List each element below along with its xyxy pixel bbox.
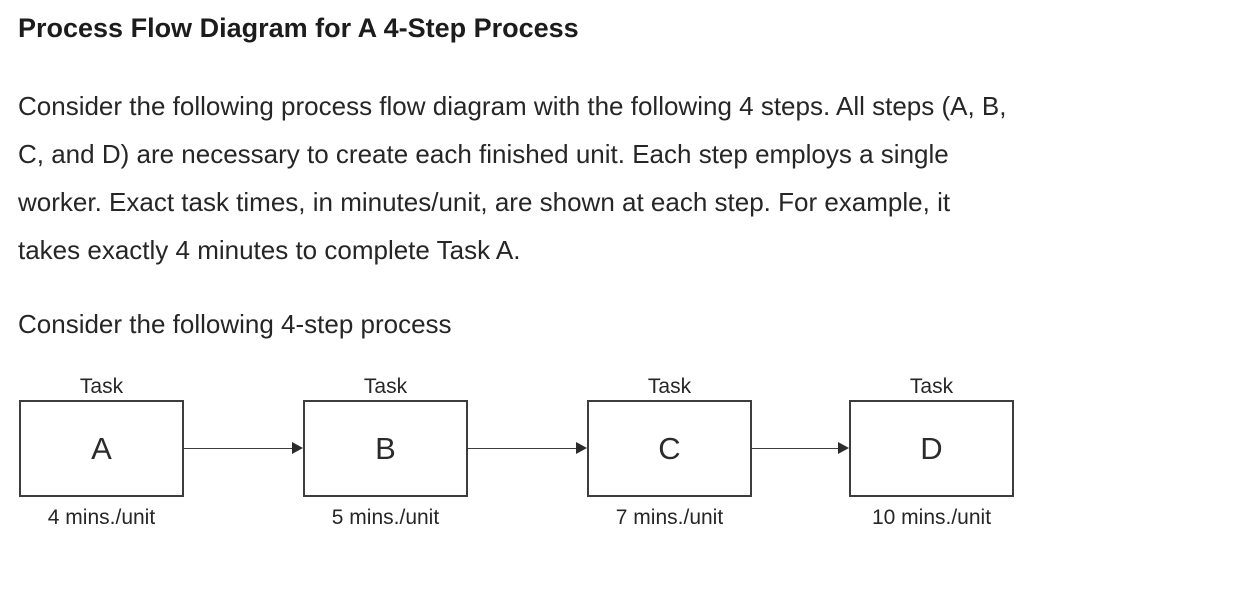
arrow-head-icon [838, 442, 849, 455]
step-header-label: Task [647, 375, 692, 399]
flow-arrow [752, 442, 849, 455]
intro-line: C, and D) are necessary to create each f… [18, 139, 949, 170]
step-header-label: Task [79, 375, 124, 399]
arrow-line [184, 447, 292, 450]
task-time-label: 10 mins./unit [871, 506, 992, 530]
intro-line: takes exactly 4 minutes to complete Task… [18, 235, 521, 266]
arrow-head-icon [292, 442, 303, 455]
subheading: Consider the following 4-step process [18, 309, 452, 340]
task-box-a: A [19, 400, 184, 498]
task-letter: A [91, 431, 112, 467]
intro-line: worker. Exact task times, in minutes/uni… [18, 187, 951, 218]
flow-arrow [184, 442, 303, 455]
flow-arrow [468, 442, 587, 455]
process-flow-diagram: Task A 4 mins./unit Task B 5 mins./unit … [19, 374, 1248, 530]
process-step-a: Task A 4 mins./unit [19, 374, 184, 530]
task-letter: D [920, 431, 943, 467]
task-letter: B [375, 431, 396, 467]
process-step-c: Task C 7 mins./unit [587, 374, 752, 530]
task-time-label: 5 mins./unit [331, 506, 440, 530]
task-time-label: 4 mins./unit [47, 506, 156, 530]
page-title: Process Flow Diagram for A 4-Step Proces… [18, 13, 579, 43]
task-time-label: 7 mins./unit [615, 506, 724, 530]
step-header-label: Task [363, 375, 408, 399]
arrow-line [468, 447, 576, 450]
task-box-c: C [587, 400, 752, 498]
task-letter: C [658, 431, 681, 467]
arrow-line [752, 447, 838, 450]
intro-paragraph: Consider the following process flow diag… [18, 82, 1248, 274]
process-step-d: Task D 10 mins./unit [849, 374, 1014, 530]
process-step-b: Task B 5 mins./unit [303, 374, 468, 530]
step-header-label: Task [909, 375, 954, 399]
task-box-b: B [303, 400, 468, 498]
task-box-d: D [849, 400, 1014, 498]
arrow-head-icon [576, 442, 587, 455]
intro-line: Consider the following process flow diag… [18, 91, 1007, 122]
